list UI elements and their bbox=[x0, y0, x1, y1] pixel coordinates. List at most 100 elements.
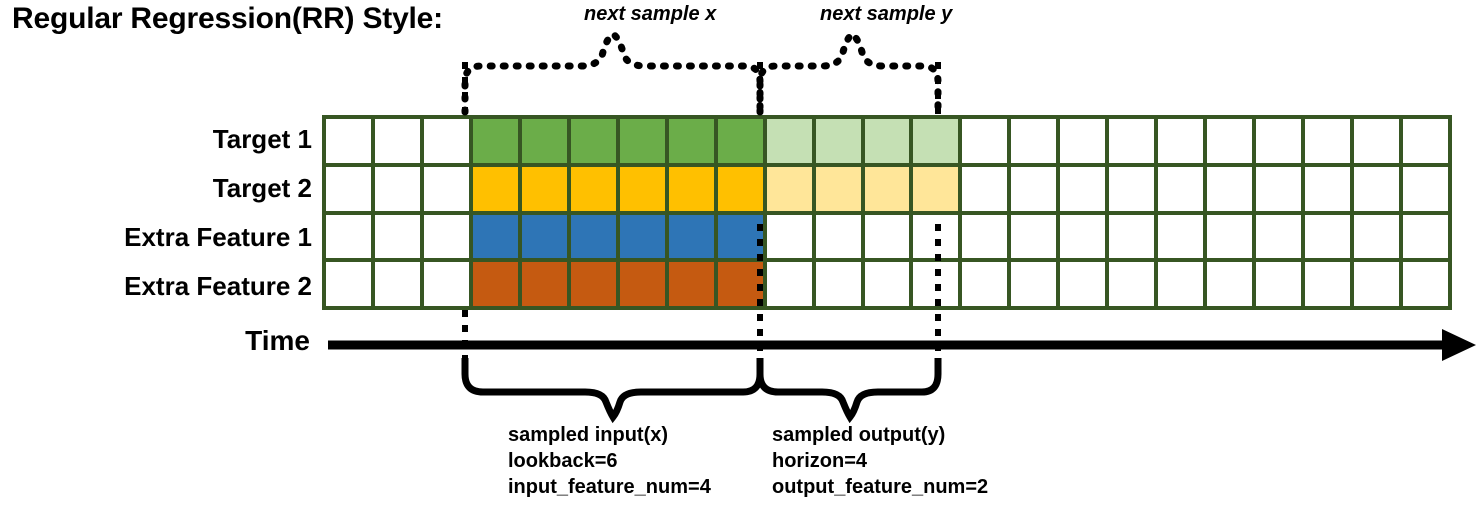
grid-cell-target-1-14 bbox=[962, 119, 1008, 163]
grid-cell-target-1-8 bbox=[668, 119, 714, 163]
grid-cell-extra-feature-1-20 bbox=[1256, 214, 1302, 259]
grid-cell-extra-feature-2-2 bbox=[374, 262, 420, 306]
grid-cell-extra-feature-2-23 bbox=[1403, 262, 1448, 306]
grid-cell-extra-feature-2-20 bbox=[1256, 262, 1302, 306]
grid-cell-target-1-18 bbox=[1158, 119, 1204, 163]
time-axis-label: Time bbox=[245, 325, 310, 356]
grid-cell-target-1-4 bbox=[472, 119, 518, 163]
grid-cell-extra-feature-2-3 bbox=[423, 262, 469, 306]
grid-cell-target-1-11 bbox=[815, 119, 861, 163]
grid-cell-extra-feature-2-16 bbox=[1060, 262, 1106, 306]
grid-cell-extra-feature-2-13 bbox=[913, 262, 959, 306]
brace-next-sample-y bbox=[756, 29, 942, 116]
grid-cell-target-2-22 bbox=[1354, 166, 1400, 211]
grid-cell-target-1-20 bbox=[1256, 119, 1302, 163]
grid-cell-target-2-15 bbox=[1011, 166, 1057, 211]
grid-cell-extra-feature-1-13 bbox=[913, 214, 959, 259]
grid-cell-target-1-16 bbox=[1060, 119, 1106, 163]
grid-cell-extra-feature-2-21 bbox=[1305, 262, 1351, 306]
grid-cell-extra-feature-2-5 bbox=[521, 262, 567, 306]
grid-cell-extra-feature-2-12 bbox=[864, 262, 910, 306]
grid-cell-extra-feature-1-16 bbox=[1060, 214, 1106, 259]
grid-cell-target-2-13 bbox=[913, 166, 959, 211]
grid-cell-extra-feature-1-4 bbox=[472, 214, 518, 259]
grid-cell-extra-feature-1-15 bbox=[1011, 214, 1057, 259]
grid-cell-target-2-19 bbox=[1207, 166, 1253, 211]
grid-cell-target-2-17 bbox=[1109, 166, 1155, 211]
grid-cell-target-1-19 bbox=[1207, 119, 1253, 163]
grid-cell-extra-feature-2-14 bbox=[962, 262, 1008, 306]
grid-cell-target-2-8 bbox=[668, 166, 714, 211]
grid-cell-target-2-12 bbox=[864, 166, 910, 211]
grid-cell-extra-feature-2-7 bbox=[619, 262, 665, 306]
grid-cell-target-1-5 bbox=[521, 119, 567, 163]
page-title: Regular Regression(RR) Style: bbox=[12, 2, 443, 35]
grid-cell-extra-feature-1-19 bbox=[1207, 214, 1253, 259]
grid-cell-extra-feature-1-14 bbox=[962, 214, 1008, 259]
grid-cell-target-1-7 bbox=[619, 119, 665, 163]
caption-next-sample-y: next sample y bbox=[820, 3, 953, 25]
grid-cell-target-1-1 bbox=[326, 119, 371, 163]
grid-cell-target-2-16 bbox=[1060, 166, 1106, 211]
grid-cell-target-1-10 bbox=[766, 119, 812, 163]
grid-cell-extra-feature-1-10 bbox=[766, 214, 812, 259]
caption-next-sample-x: next sample x bbox=[584, 3, 717, 25]
row-label-target-2: Target 2 bbox=[212, 173, 312, 203]
row-label-extra-feature-2: Extra Feature 2 bbox=[124, 271, 312, 301]
grid-cell-target-2-1 bbox=[326, 166, 371, 211]
grid-cell-target-2-23 bbox=[1403, 166, 1448, 211]
grid-cell-extra-feature-2-15 bbox=[1011, 262, 1057, 306]
grid-cell-target-2-18 bbox=[1158, 166, 1204, 211]
grid-cell-target-2-14 bbox=[962, 166, 1008, 211]
grid-cell-extra-feature-2-18 bbox=[1158, 262, 1204, 306]
grid-cell-extra-feature-2-8 bbox=[668, 262, 714, 306]
grid-cell-extra-feature-2-9 bbox=[717, 262, 763, 306]
grid-cell-extra-feature-1-1 bbox=[326, 214, 371, 259]
brace-next-sample-x bbox=[461, 29, 764, 116]
grid-cell-extra-feature-1-9 bbox=[717, 214, 763, 259]
grid-cell-target-2-5 bbox=[521, 166, 567, 211]
grid-cell-target-2-7 bbox=[619, 166, 665, 211]
grid-cell-target-2-11 bbox=[815, 166, 861, 211]
time-axis-arrow bbox=[328, 329, 1476, 361]
grid-cell-target-1-15 bbox=[1011, 119, 1057, 163]
grid-cell-extra-feature-1-8 bbox=[668, 214, 714, 259]
grid-cell-extra-feature-2-22 bbox=[1354, 262, 1400, 306]
grid-cell-target-2-4 bbox=[472, 166, 518, 211]
row-label-extra-feature-1: Extra Feature 1 bbox=[124, 222, 312, 252]
grid-cell-target-1-12 bbox=[864, 119, 910, 163]
grid-cell-extra-feature-1-7 bbox=[619, 214, 665, 259]
grid-cell-extra-feature-1-17 bbox=[1109, 214, 1155, 259]
grid-cell-extra-feature-2-11 bbox=[815, 262, 861, 306]
grid-cell-extra-feature-2-4 bbox=[472, 262, 518, 306]
grid-cell-target-1-13 bbox=[913, 119, 959, 163]
grid-cell-extra-feature-1-5 bbox=[521, 214, 567, 259]
grid-cell-extra-feature-1-3 bbox=[423, 214, 469, 259]
grid-cell-target-1-3 bbox=[423, 119, 469, 163]
grid-cell-target-2-21 bbox=[1305, 166, 1351, 211]
grid-cell-target-1-2 bbox=[374, 119, 420, 163]
grid-cell-target-2-20 bbox=[1256, 166, 1302, 211]
grid-cell-extra-feature-1-6 bbox=[570, 214, 616, 259]
grid-cell-target-2-3 bbox=[423, 166, 469, 211]
grid-cell-extra-feature-2-17 bbox=[1109, 262, 1155, 306]
row-label-target-1: Target 1 bbox=[212, 124, 312, 154]
brace-sampled-output bbox=[756, 358, 942, 424]
grid-cell-target-1-9 bbox=[717, 119, 763, 163]
grid-cell-extra-feature-1-18 bbox=[1158, 214, 1204, 259]
grid-cell-target-2-10 bbox=[766, 166, 812, 211]
grid-cell-target-2-6 bbox=[570, 166, 616, 211]
grid-cell-extra-feature-1-21 bbox=[1305, 214, 1351, 259]
grid-cell-extra-feature-2-10 bbox=[766, 262, 812, 306]
brace-sampled-input bbox=[461, 358, 764, 424]
grid-cell-target-2-9 bbox=[717, 166, 763, 211]
grid-cell-extra-feature-1-11 bbox=[815, 214, 861, 259]
grid-cell-extra-feature-2-19 bbox=[1207, 262, 1253, 306]
grid-cell-target-1-22 bbox=[1354, 119, 1400, 163]
grid-cell-extra-feature-1-23 bbox=[1403, 214, 1448, 259]
timeline-grid bbox=[322, 115, 1452, 310]
grid-cell-target-1-21 bbox=[1305, 119, 1351, 163]
caption-sampled-input: sampled input(x) lookback=6 input_featur… bbox=[508, 424, 711, 498]
grid-cell-extra-feature-1-22 bbox=[1354, 214, 1400, 259]
